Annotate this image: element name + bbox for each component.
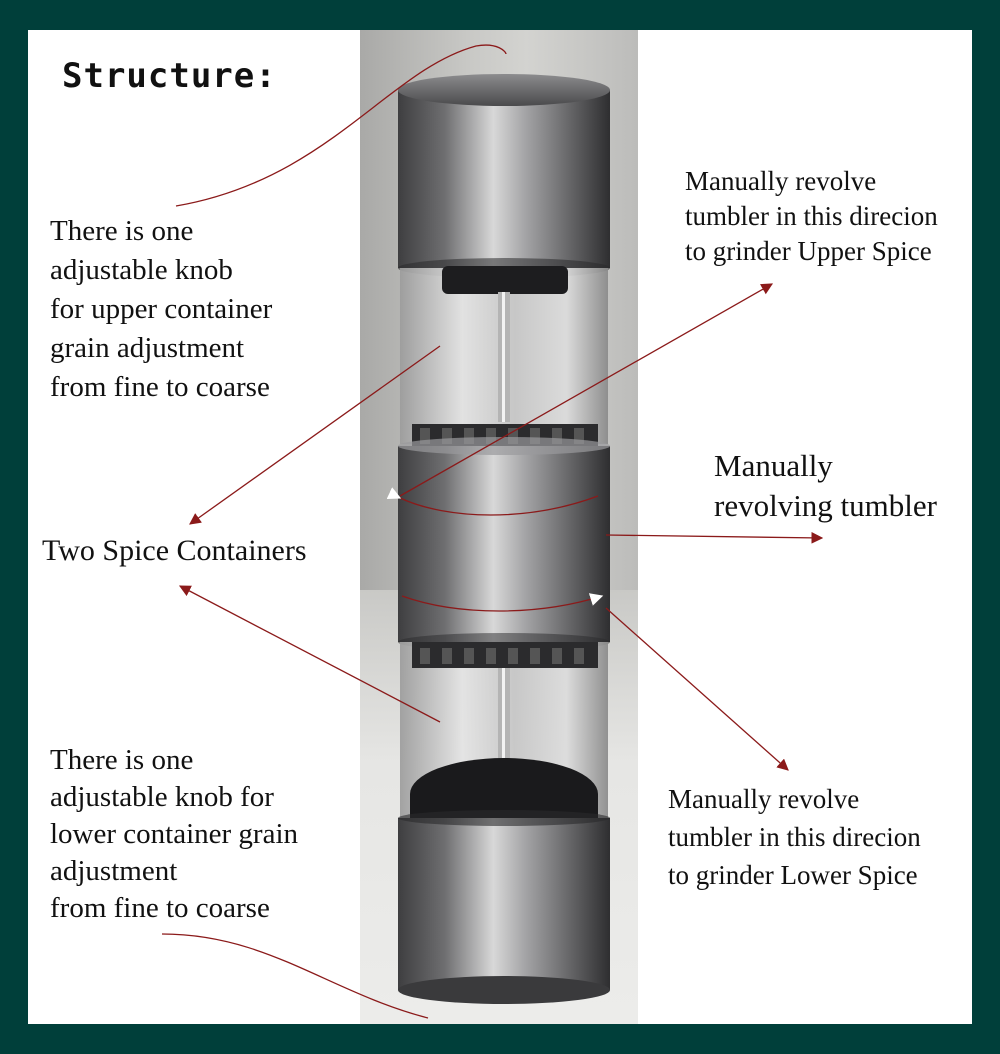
lower-knob-annotation: There is one adjustable knob for lower c… <box>50 744 299 924</box>
tumbler-arrow-line <box>605 532 824 544</box>
diagram-frame: Structure: There is one adjustable knob … <box>28 30 972 1024</box>
upper-knob-annotation: There is one adjustable knob for upper c… <box>50 215 273 403</box>
upper-rotation-curve <box>386 487 599 516</box>
bottom-base <box>398 810 610 1004</box>
upper-spice-arrow-line <box>399 283 774 497</box>
upper-knob-pointer-line <box>175 44 507 207</box>
lower-spice-arrow-line <box>605 607 789 771</box>
containers-to-lower-pointer-line <box>178 585 441 723</box>
containers-to-upper-pointer-line <box>189 345 441 525</box>
pepper-grinder-illustration <box>398 74 610 1004</box>
pointer-lines-overlay <box>161 44 824 1019</box>
top-cap <box>398 74 610 278</box>
lower-spice-direction-annotation: Manually revolve tumbler in this direcio… <box>668 784 921 890</box>
spice-containers-annotation: Two Spice Containers <box>42 534 307 567</box>
diagram-title: Structure: <box>62 56 277 96</box>
upper-spice-direction-annotation: Manually revolve tumbler in this direcio… <box>685 166 938 266</box>
lower-knob-pointer-line <box>161 933 429 1019</box>
tumbler-annotation: Manually revolving tumbler <box>714 448 937 523</box>
lower-rotation-curve <box>401 593 604 612</box>
lower-spice-container <box>400 642 608 830</box>
